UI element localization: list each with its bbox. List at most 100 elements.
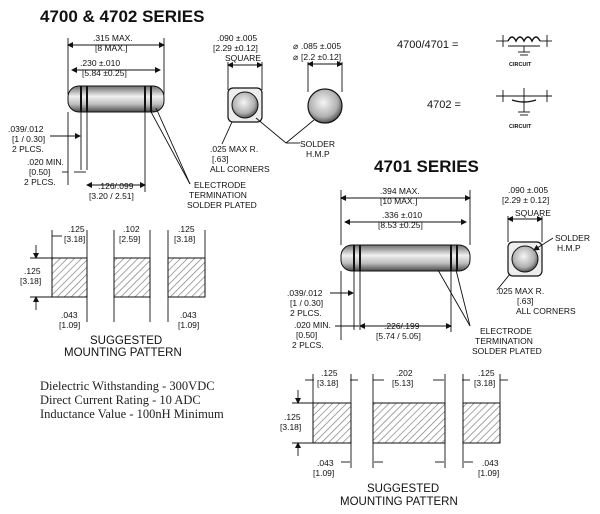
term-plcs-label: 2 PLCS. xyxy=(12,144,44,154)
p2-edge-right-label: .043 xyxy=(482,458,499,468)
span-label: .126/.099 xyxy=(98,181,134,191)
min-width-label: .020 MIN. xyxy=(27,157,64,167)
span-mm-label: [3.20 / 2.51] xyxy=(89,191,134,201)
electrode-label-3: SOLDER PLATED xyxy=(187,200,257,210)
series-4701-square-view: .090 ±.005 [2.29 ± 0.12] SQUARE SOLDER H… xyxy=(496,185,590,316)
p1-pad-right xyxy=(167,257,206,298)
p1-pad-height-mm-label: [3.18] xyxy=(20,276,41,286)
p2-caption-1: SUGGESTED xyxy=(367,483,439,495)
p2-gap-label: .202 xyxy=(396,368,413,378)
circuit-4700-4701: 4700/4701 = CIRCUIT xyxy=(397,35,552,68)
p2-pad-left xyxy=(312,402,352,444)
p1-pad-width2-label: .125 xyxy=(178,224,195,234)
s2-radius-label: .025 MAX R. xyxy=(496,286,544,296)
series-4701-electrode-leader: ELECTRODE TERMINATION SOLDER PLATED xyxy=(437,269,542,356)
square-word-label: SQUARE xyxy=(225,53,261,63)
series-4701-length-dims: .394 MAX. [10 MAX.] .336 ±.010 [8.53 ±0.… xyxy=(340,186,471,245)
p1-gap-mm-label: [2.59] xyxy=(119,234,140,244)
radius-note-label: ALL CORNERS xyxy=(210,164,270,174)
s2-electrode-label-3: SOLDER PLATED xyxy=(472,346,542,356)
p2-caption-2: MOUNTING PATTERN xyxy=(340,496,458,508)
radius-label: .025 MAX R. xyxy=(210,144,258,154)
p2-pad-center xyxy=(372,402,446,444)
p2-pad-right xyxy=(462,402,501,444)
s2-solder-label: SOLDER xyxy=(555,233,590,243)
p1-pad-width-mm-label: [3.18] xyxy=(64,234,85,244)
spec-dielectric: Dielectric Withstanding - 300VDC xyxy=(40,379,215,393)
p1-edge-right-label: .043 xyxy=(180,310,197,320)
s2-term-width-label: .039/.012 xyxy=(287,288,323,298)
p2-pad-width-label: .125 xyxy=(321,368,338,378)
series-4701-component xyxy=(340,244,471,272)
p2-gap-mm-label: [5.13] xyxy=(392,378,413,388)
length-max-label: .315 MAX. xyxy=(93,33,133,43)
electrode-label-1: ELECTRODE xyxy=(194,180,246,190)
p2-pad-height-label: .125 xyxy=(284,412,301,422)
min-plcs-label: 2 PLCS. xyxy=(24,177,56,187)
term-width-mm-label: [1 / 0.30] xyxy=(12,134,45,144)
diameter-symbol: ⌀ xyxy=(293,41,299,51)
s2-body-length-mm-label: [8.53 ±0.25] xyxy=(378,220,423,230)
p1-pad-width2-mm-label: [3.18] xyxy=(174,234,195,244)
series-4700-length-dims: .315 MAX. [8 MAX.] .230 ±.010 [5.84 ±0.2… xyxy=(67,33,165,95)
circuit-4702: 4702 = CIRCUIT xyxy=(427,88,552,130)
p1-pad-height-label: .125 xyxy=(24,266,41,276)
s2-term-plcs-label: 2 PLCS. xyxy=(290,308,322,318)
s2-radius-note-label: ALL CORNERS xyxy=(516,306,576,316)
s2-square-word-label: SQUARE xyxy=(515,208,551,218)
term-width-label: .039/.012 xyxy=(8,124,44,134)
pattern-4701: .125 [3.18] .202 [5.13] .125 [3.18] .125… xyxy=(280,368,508,508)
pattern-4700: .125 [3.18] .102 [2.59] .125 [3.18] .125… xyxy=(20,224,206,359)
p1-caption-2: MOUNTING PATTERN xyxy=(64,347,182,359)
circuit-b-label: 4702 = xyxy=(427,99,461,111)
electrode-label-2: TERMINATION xyxy=(189,190,247,200)
specs-block: Dielectric Withstanding - 300VDC Direct … xyxy=(40,379,224,421)
p2-pad-width2-mm-label: [3.18] xyxy=(474,378,495,388)
p2-pad-width2-label: .125 xyxy=(478,368,495,378)
s2-min-width-label: .020 MIN. xyxy=(294,320,331,330)
series-4700-square-view: .090 ±.005 [2.29 ±0.12] SQUARE .025 MAX … xyxy=(210,33,270,174)
p1-caption-1: SUGGESTED xyxy=(90,335,162,347)
square-dim-label: .090 ±.005 xyxy=(217,33,257,43)
p1-pad-width-label: .125 xyxy=(68,224,85,234)
circuit-a-caption: CIRCUIT xyxy=(509,62,532,68)
min-width-mm-label: [0.50] xyxy=(29,167,50,177)
series-4700-electrode-leader: ELECTRODE TERMINATION SOLDER PLATED xyxy=(149,107,257,210)
s2-span-label: .226/.199 xyxy=(384,321,420,331)
p1-edge-right-mm-label: [1.09] xyxy=(178,320,199,330)
spec-inductance: Inductance Value - 100nH Minimum xyxy=(40,407,224,421)
p2-edge-left-mm-label: [1.09] xyxy=(313,468,334,478)
series-4701-title: 4701 SERIES xyxy=(374,157,479,176)
s2-square-dim-mm-label: [2.29 ± 0.12] xyxy=(502,195,549,205)
series-4700-title: 4700 & 4702 SERIES xyxy=(40,7,204,26)
p1-pad-center xyxy=(113,257,151,298)
p2-pad-width-mm-label: [3.18] xyxy=(317,378,338,388)
s2-term-width-mm-label: [1 / 0.30] xyxy=(290,298,323,308)
radius-mm-label: [.63] xyxy=(212,154,229,164)
p2-edge-right-mm-label: [1.09] xyxy=(478,468,499,478)
s2-solder-hmp-label: H.M.P xyxy=(557,243,581,253)
s2-span-mm-label: [5.74 / 5.05] xyxy=(376,331,421,341)
s2-radius-mm-label: [.63] xyxy=(517,296,534,306)
diameter-label: .085 ±.005 xyxy=(301,41,341,51)
body-length-mm-label: [5.84 ±0.25] xyxy=(82,68,127,78)
square-dim-mm-label: [2.29 ±0.12] xyxy=(213,43,258,53)
p1-gap-label: .102 xyxy=(123,224,140,234)
solder-hmp-label: H.M.P xyxy=(306,149,330,159)
s2-square-dim-label: .090 ±.005 xyxy=(508,185,548,195)
series-4700-round-view: ⌀ .085 ±.005 ⌀ [2.2 ±0.12] SOLDER H.M.P xyxy=(255,41,343,159)
p1-edge-left-label: .043 xyxy=(61,310,78,320)
s2-body-length-label: .336 ±.010 xyxy=(382,210,422,220)
spec-current: Direct Current Rating - 10 ADC xyxy=(40,393,201,407)
s2-electrode-label-1: ELECTRODE xyxy=(480,326,532,336)
body-length-label: .230 ±.010 xyxy=(80,58,120,68)
s2-electrode-label-2: TERMINATION xyxy=(475,336,533,346)
circuit-b-caption: CIRCUIT xyxy=(509,124,532,130)
p2-pad-height-mm-label: [3.18] xyxy=(280,422,301,432)
p1-edge-left-mm-label: [1.09] xyxy=(59,320,80,330)
s2-length-max-label: .394 MAX. xyxy=(380,186,420,196)
solder-label: SOLDER xyxy=(300,139,335,149)
length-max-mm-label: [8 MAX.] xyxy=(95,43,128,53)
